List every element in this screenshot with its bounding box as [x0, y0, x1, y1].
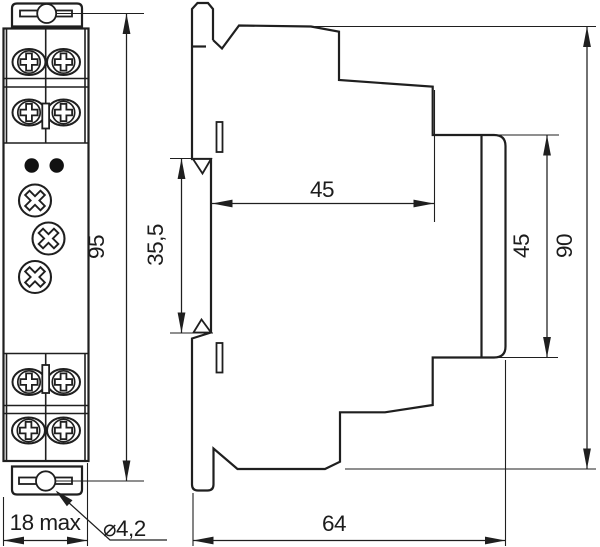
- terminal-screw: [46, 48, 81, 76]
- dim-depth-45: 45: [212, 90, 436, 222]
- terminal-screw: [11, 48, 47, 76]
- dim-height-90: 90: [315, 25, 596, 470]
- dim-label-95: 95: [84, 235, 109, 259]
- side-vent-slot: [215, 342, 224, 374]
- dim-panel-45: 45: [433, 134, 559, 359]
- dim-label-panel-45: 45: [509, 234, 534, 258]
- dim-width-18max: 18 max: [2, 463, 89, 546]
- terminal-screw: [46, 98, 81, 127]
- dim-label-hole-diameter: ⌀4,2: [103, 516, 146, 541]
- led-indicator: [49, 158, 64, 173]
- dim-recess-35-5: 35,5: [143, 157, 213, 334]
- din-clip-tooth-lower: [191, 317, 213, 334]
- terminal-slot: [41, 102, 50, 130]
- dim-hole-diameter: ⌀4,2: [55, 490, 167, 541]
- dim-label-90: 90: [552, 234, 577, 258]
- adjustment-screw: [17, 259, 53, 295]
- dim-label-depth-45: 45: [310, 177, 334, 202]
- dim-label-18max: 18 max: [10, 510, 82, 535]
- front-top-mounting-ear: [10, 2, 84, 28]
- dim-depth-64: 64: [192, 360, 507, 546]
- terminal-screw: [11, 368, 47, 396]
- terminal-screw: [11, 98, 47, 127]
- dimensions: 95 18 max ⌀4,2 35,5: [2, 12, 596, 546]
- dim-label-35-5: 35,5: [143, 224, 168, 266]
- led-indicator: [24, 158, 39, 173]
- terminal-screw: [11, 416, 46, 445]
- side-profile: [190, 24, 507, 492]
- front-bottom-mounting-ear: [10, 465, 84, 496]
- front-bottom-ear-hole: [35, 470, 57, 492]
- din-clip-tooth-upper: [191, 158, 213, 176]
- dim-label-64: 64: [322, 511, 346, 536]
- adjustment-screw: [31, 221, 66, 256]
- dim-hole-pitch-95: 95: [56, 12, 144, 482]
- side-vent-slot: [215, 121, 224, 153]
- side-view: [190, 1, 507, 492]
- front-view: [2, 2, 90, 496]
- front-top-ear-hole: [36, 3, 58, 24]
- terminal-screw: [46, 416, 81, 445]
- terminal-screw: [46, 368, 81, 396]
- adjustment-screw: [17, 183, 53, 218]
- terminal-slot: [41, 364, 50, 394]
- side-top-ear: [190, 1, 215, 47]
